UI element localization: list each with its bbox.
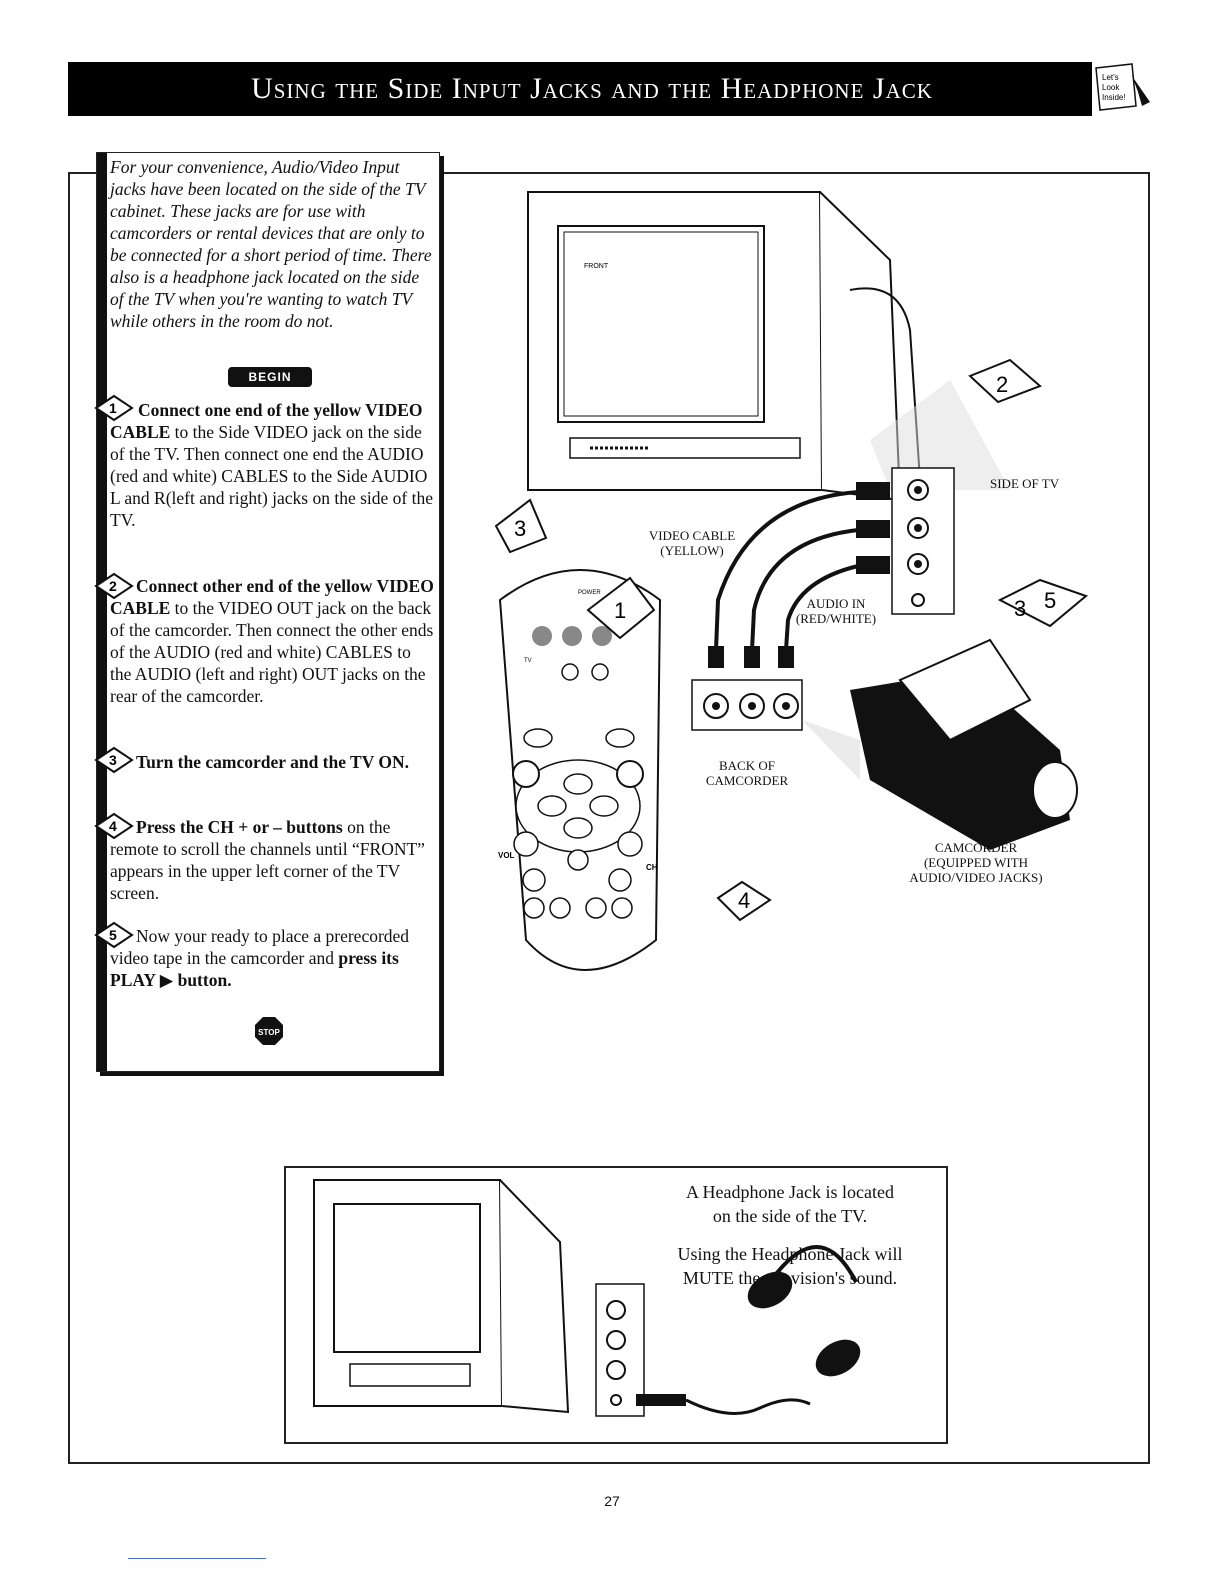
- content-frame: [68, 172, 1150, 1464]
- svg-text:VOL: VOL: [498, 851, 515, 860]
- svg-text:Inside!: Inside!: [1102, 93, 1126, 102]
- step-2-bold: Connect other end of the yellow VIDEO CA…: [110, 576, 434, 618]
- begin-badge: BEGIN: [228, 367, 312, 387]
- headphone-text-line1: A Headphone Jack is located: [686, 1182, 894, 1202]
- step-4-icon: 4: [94, 812, 134, 840]
- headphone-text-line2: on the side of the TV.: [712, 1206, 868, 1226]
- step-5-text: Now your ready to place a prerecorded vi…: [110, 926, 410, 968]
- audio-in-text: AUDIO IN: [806, 596, 866, 611]
- svg-text:1: 1: [614, 598, 626, 623]
- step-1-icon: 1: [94, 394, 134, 422]
- step-2-icon: 2: [94, 572, 134, 600]
- page-title: Using the Side Input Jacks and the Headp…: [68, 62, 1116, 116]
- video-cable-label: VIDEO CABLE (YELLOW): [644, 528, 740, 558]
- headphone-text-line4: MUTE the television's sound.: [682, 1268, 898, 1288]
- back-of-camcorder-label: BACK OF CAMCORDER: [700, 758, 794, 788]
- headphone-diagram: [313, 1179, 861, 1417]
- video-cable-text: VIDEO CABLE: [648, 528, 736, 543]
- step-4-bold: Press the CH + or – buttons: [136, 817, 343, 837]
- callout-1: 1: [586, 576, 656, 640]
- callout-2: 2: [968, 358, 1042, 404]
- callout-4: 4: [716, 880, 772, 922]
- svg-text:4: 4: [738, 888, 750, 913]
- step-2: Connect other end of the yellow VIDEO CA…: [110, 575, 436, 707]
- svg-text:2: 2: [109, 578, 117, 594]
- back-of-text: BACK OF: [719, 758, 775, 773]
- svg-text:5: 5: [109, 927, 117, 943]
- stop-icon: STOP: [255, 1017, 283, 1045]
- page-number: 27: [604, 1493, 620, 1509]
- svg-text:STOP: STOP: [258, 1028, 280, 1037]
- panel-accent-bar: [97, 153, 107, 1071]
- callout-3: 3: [494, 498, 548, 554]
- footer-link-line[interactable]: [128, 1558, 266, 1559]
- step-4-text: on the remote to scroll the channels unt…: [110, 817, 425, 903]
- instructions-panel: [96, 152, 440, 1072]
- camcorder-caption-sub2: AUDIO/VIDEO JACKS): [909, 870, 1043, 885]
- camcorder-caption-title: CAMCORDER: [934, 840, 1018, 855]
- video-cable-color-text: (YELLOW): [660, 543, 724, 558]
- camcorder-text: CAMCORDER: [705, 773, 789, 788]
- page-title-text: Using the Side Input Jacks and the Headp…: [251, 72, 933, 105]
- svg-text:3: 3: [514, 516, 526, 541]
- headphones-icon: [747, 1245, 861, 1377]
- step-3-bold: Turn the camcorder and the TV ON.: [136, 752, 410, 772]
- svg-text:3: 3: [1014, 596, 1026, 621]
- svg-text:POWER: POWER: [578, 590, 601, 596]
- audio-in-color-text: (RED/WHITE): [795, 611, 877, 626]
- step-5-icon: 5: [94, 921, 134, 949]
- step-2-text: to the VIDEO OUT jack on the back of the…: [110, 598, 434, 706]
- svg-text:1: 1: [109, 400, 117, 416]
- step-1-bold: Connect one end of the yellow VIDEO CABL…: [110, 400, 423, 442]
- audio-in-label: AUDIO IN (RED/WHITE): [790, 596, 882, 626]
- badge-text: Let's: [1102, 73, 1119, 82]
- connection-diagram: FRONT: [494, 191, 1088, 971]
- step-3-icon: 3: [94, 746, 134, 774]
- screen-front-text: FRONT: [584, 263, 609, 270]
- intro-text: For your convenience, Audio/Video Input …: [110, 157, 432, 331]
- tv-illustration: FRONT: [527, 191, 922, 502]
- svg-text:CH: CH: [646, 863, 658, 872]
- step-1-text: to the Side VIDEO jack on the side of th…: [110, 422, 434, 530]
- headphone-text-line3: Using the Headphone Jack will: [677, 1244, 903, 1264]
- step-4: Press the CH + or – buttons on the remot…: [110, 816, 436, 904]
- svg-text:3: 3: [109, 752, 117, 768]
- camcorder-caption-sub1: (EQUIPPED WITH: [923, 855, 1029, 870]
- step-5: Now your ready to place a prerecorded vi…: [110, 925, 436, 991]
- camcorder-caption: CAMCORDER (EQUIPPED WITH AUDIO/VIDEO JAC…: [876, 840, 1076, 885]
- side-of-tv-label: SIDE OF TV: [990, 476, 1060, 491]
- callout-3-5: 3 5: [997, 578, 1088, 628]
- step-1: Connect one end of the yellow VIDEO CABL…: [110, 399, 436, 531]
- look-inside-icon: Let's Look Inside!: [1092, 62, 1152, 116]
- step-3: Turn the camcorder and the TV ON.: [110, 751, 436, 773]
- svg-text:TV: TV: [524, 658, 532, 664]
- remote-illustration: TV POWER VOL CH: [498, 569, 662, 971]
- step-5-bold: press its PLAY ▶ button.: [110, 948, 399, 990]
- svg-text:Look: Look: [1102, 83, 1120, 92]
- svg-text:4: 4: [109, 818, 117, 834]
- side-jack-panel: [856, 467, 955, 615]
- camcorder-illustration: [850, 638, 1078, 850]
- svg-text:5: 5: [1044, 588, 1056, 613]
- svg-text:2: 2: [996, 372, 1008, 397]
